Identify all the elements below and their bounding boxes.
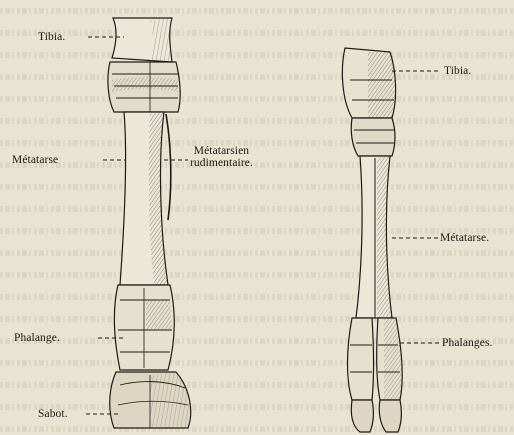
label-metatarsien-line2: rudimentaire.	[190, 157, 253, 169]
label-tibia-right: Tibia.	[444, 65, 471, 77]
label-phalanges-right: Phalanges.	[442, 337, 493, 349]
label-metatarsien-line1: Métatarsien	[190, 145, 253, 157]
label-phalange-left: Phalange.	[14, 332, 60, 344]
label-metatarse-left: Métatarse	[12, 154, 58, 166]
label-sabot: Sabot.	[38, 408, 68, 420]
label-metatarsien-rudimentaire: Métatarsien rudimentaire.	[190, 145, 253, 169]
label-tibia-left: Tibia.	[38, 31, 65, 43]
label-metatarse-right: Métatarse.	[440, 232, 489, 244]
